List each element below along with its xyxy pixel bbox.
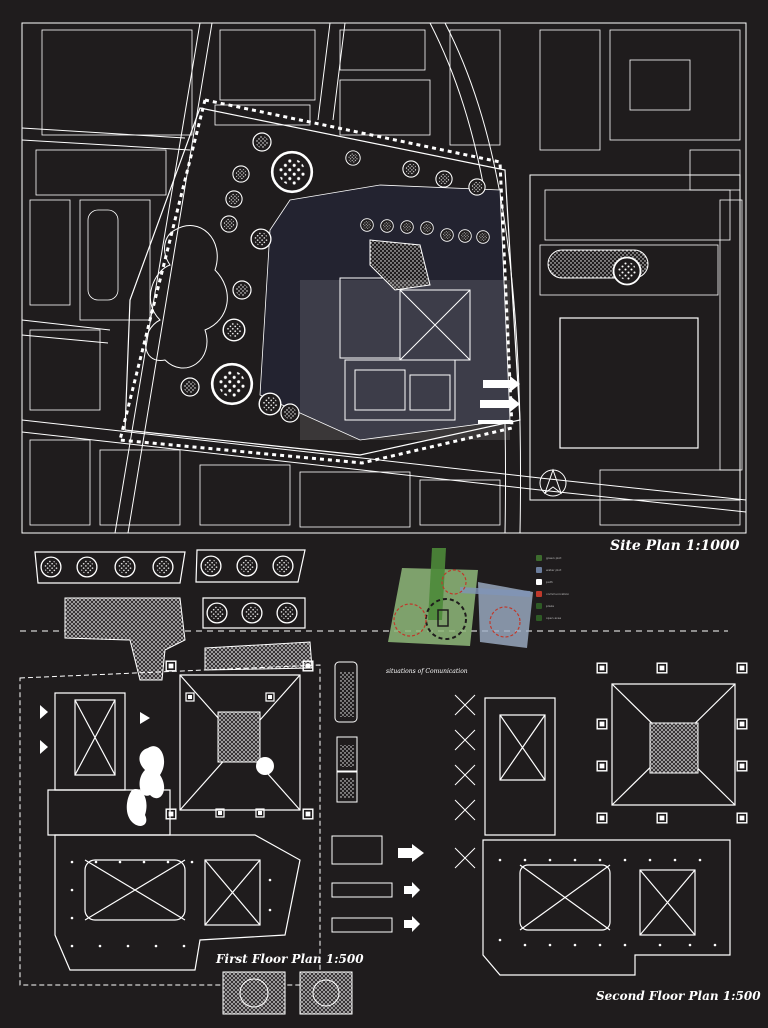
legend-item: open area	[536, 612, 616, 624]
legend-item: green plot	[536, 552, 616, 564]
communication-diagram	[388, 548, 533, 648]
legend-swatch	[536, 603, 542, 609]
legend-item: path	[536, 576, 616, 588]
legend-item: water plot	[536, 564, 616, 576]
legend-swatch	[536, 567, 542, 573]
legend-swatch	[536, 615, 542, 621]
legend-item: communication	[536, 588, 616, 600]
site-plan	[21, 22, 747, 534]
legend-swatch	[536, 555, 542, 561]
second-floor-plan-title: Second Floor Plan 1:500	[596, 989, 761, 1003]
legend-label: plaza	[546, 604, 554, 608]
legend-label: open area	[546, 616, 562, 620]
second-floor-plan	[454, 662, 748, 976]
legend-swatch	[536, 579, 542, 585]
site-plan-title: Site Plan 1:1000	[610, 538, 740, 554]
north-arrow-icon	[539, 468, 567, 497]
legend-label: green plot	[546, 556, 562, 560]
legend-label: communication	[546, 592, 570, 596]
diagram-legend: green plot water plot path communication…	[536, 552, 616, 624]
first-floor-plan	[19, 660, 424, 1015]
planter-details	[34, 549, 313, 681]
communication-caption: situations of Comunication	[386, 668, 468, 675]
legend-label: water plot	[546, 568, 562, 572]
legend-item: plaza	[536, 600, 616, 612]
legend-swatch	[536, 591, 542, 597]
first-floor-plan-title: First Floor Plan 1:500	[216, 952, 364, 966]
legend-label: path	[546, 580, 553, 584]
